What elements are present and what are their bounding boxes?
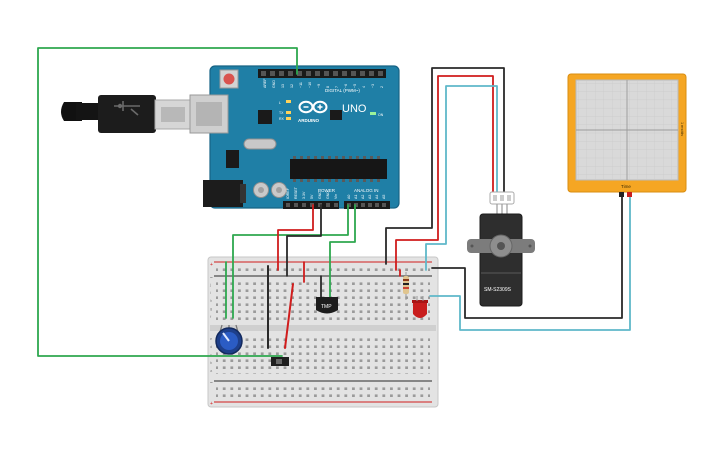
top-power-rail[interactable] <box>216 264 430 274</box>
pin-6-label: ~6 <box>344 84 348 88</box>
wire-cyan-scope-signal[interactable] <box>429 195 631 331</box>
digital-pin-header[interactable] <box>258 69 386 78</box>
arduino-logo <box>298 100 328 114</box>
analog-pin-header[interactable] <box>344 201 390 209</box>
pin-9-label: ~9 <box>317 84 321 88</box>
gnd1-pin-label: GND <box>318 191 322 199</box>
atmega-chip <box>290 159 387 179</box>
top-rail-plus: + <box>210 262 213 268</box>
gnd2-pin-label: GND <box>326 191 330 199</box>
tx-led-label: TX <box>279 111 284 115</box>
tmp-sensor-label: TMP <box>321 304 332 310</box>
wire-black-gnd[interactable] <box>286 204 322 277</box>
pin-7-label: 7 <box>335 86 339 88</box>
center-channel <box>210 325 436 331</box>
gnd-pin-label: GND <box>272 80 276 88</box>
row-d-label: d <box>210 344 212 349</box>
pin-10-label: ~10 <box>308 82 312 88</box>
top-rail-minus: − <box>210 275 213 281</box>
oscilloscope[interactable]: Time 1 ms/div <box>567 73 687 197</box>
on-led-label: ON <box>378 113 384 117</box>
potentiometer[interactable] <box>215 324 243 355</box>
l-led-label: L <box>279 101 281 105</box>
row-h-label: h <box>210 298 212 303</box>
wire-black-servo[interactable] <box>385 67 505 265</box>
pin-3-label: ~3 <box>371 84 375 88</box>
row-i-label: i <box>210 290 211 295</box>
micro-servo-motor[interactable]: SM-S2309S <box>467 191 535 307</box>
terminal-strip-bottom[interactable] <box>216 334 430 374</box>
power-jack[interactable] <box>203 180 243 207</box>
a5-pin-label: A5 <box>382 195 386 199</box>
digital-header-label: DIGITAL (PWM~) <box>325 88 360 93</box>
reset-button[interactable] <box>223 73 235 85</box>
servo-model-label: SM-S2309S <box>484 287 512 293</box>
row-j-label: j <box>209 282 211 287</box>
wire-cyan-servo[interactable] <box>425 85 498 271</box>
rx-led-label: RX <box>279 117 285 121</box>
tmp-temperature-sensor[interactable]: TMP <box>316 297 338 314</box>
pin-8-label: 8 <box>326 86 330 88</box>
wire-red-servo[interactable] <box>395 75 494 271</box>
analog-header-label: ANALOG IN <box>354 188 379 193</box>
board-model-label: UNO <box>342 103 367 115</box>
wire-green-a0[interactable] <box>232 204 349 319</box>
scope-gnd-terminal[interactable] <box>619 192 624 197</box>
3v3-pin-label: 3.3V <box>302 191 306 199</box>
bottom-power-rail[interactable] <box>216 385 430 397</box>
oscilloscope-time-label: Time <box>621 184 631 189</box>
row-a-label: a <box>210 368 213 373</box>
wire-green-signal-loop[interactable] <box>37 47 298 357</box>
5v-pin-label: 5V <box>310 194 314 199</box>
board-brand-label: ARDUINO <box>298 118 319 123</box>
wire-red-5v[interactable] <box>277 204 314 271</box>
bottom-rail-minus: − <box>210 380 213 386</box>
row-b-label: b <box>210 360 213 365</box>
aref-pin-label: AREF <box>263 78 267 88</box>
ioref-pin-label: IOREF <box>286 187 290 199</box>
row-c-label: c <box>210 352 212 357</box>
wire-red-jumper[interactable] <box>284 283 294 349</box>
pin-4-label: 4 <box>362 86 366 88</box>
reset-pin-label: RESET <box>294 186 298 199</box>
pin-13-label: 13 <box>281 84 285 88</box>
pin-2-label: 2 <box>380 86 384 88</box>
arduino-uno-board[interactable]: UNO ARDUINO DIGITAL (PWM~) ANALOG IN POW… <box>189 65 400 209</box>
usb-chip <box>258 110 272 124</box>
bottom-rail-plus: + <box>210 401 213 407</box>
pin-5-label: ~5 <box>353 84 357 88</box>
oscilloscope-scale-label: 1 ms/div <box>680 122 684 136</box>
wire-black-scope-gnd[interactable] <box>431 195 623 319</box>
resistor[interactable] <box>403 272 409 300</box>
a3-pin-label: A3 <box>368 195 372 199</box>
row-g-label: g <box>210 306 212 311</box>
pin-11-label: ~11 <box>299 82 303 88</box>
a2-pin-label: A2 <box>361 195 365 199</box>
a4-pin-label: A4 <box>375 195 379 199</box>
vin-pin-label: Vin <box>334 194 338 199</box>
row-e-label: e <box>210 336 213 341</box>
usb-cable[interactable] <box>61 95 192 133</box>
wire-green-a1[interactable] <box>329 204 356 306</box>
row-f-label: f <box>210 314 212 319</box>
red-led[interactable] <box>412 296 428 318</box>
power-header-label: POWER <box>318 188 336 193</box>
scope-signal-terminal[interactable] <box>627 192 632 197</box>
a0-pin-label: A0 <box>347 195 351 199</box>
potentiometer-knob[interactable] <box>222 332 230 342</box>
a1-pin-label: A1 <box>354 195 358 199</box>
pin-12-label: 12 <box>290 84 294 88</box>
